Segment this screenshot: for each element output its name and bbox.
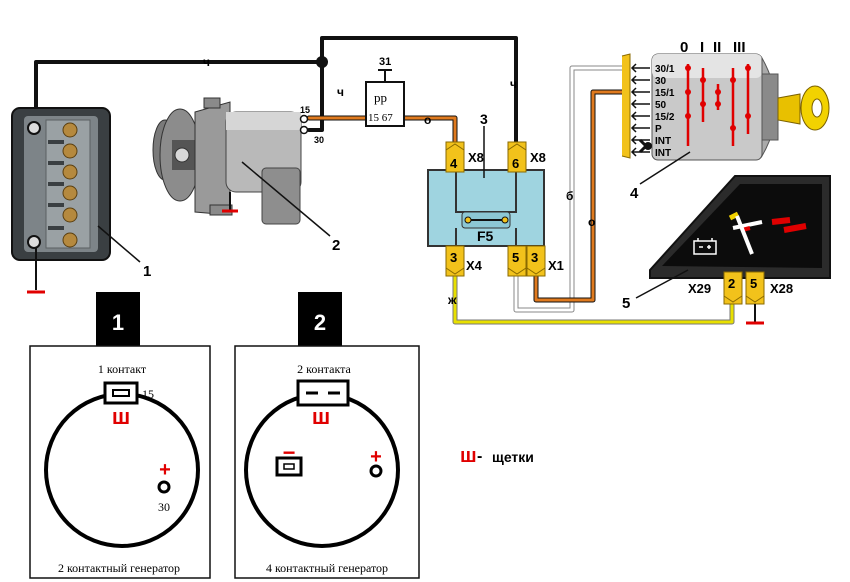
ignition-contact-dots (685, 65, 751, 131)
panel-2-contacts: 2 контакта (297, 362, 351, 376)
legend-symbol: ш (460, 445, 477, 467)
leader-cluster (635, 269, 689, 299)
fuse-label: F5 (477, 228, 494, 244)
fuse-block (427, 169, 545, 247)
white-wire-core (514, 66, 624, 312)
wire-label-black-top: ч (203, 55, 210, 69)
voltage-regulator (365, 69, 405, 127)
generator (152, 97, 309, 225)
connector-x1-name: X1 (548, 258, 564, 273)
panel-1-terminal-15: 15 (142, 387, 154, 401)
wire-layer (34, 36, 735, 325)
panel-2-plus: + (370, 446, 382, 468)
ignition-position-3: III (733, 39, 746, 56)
panel-2: 2 2 контакта ш − + 4 контактный генерато… (234, 292, 420, 579)
wire-label-yellow: ж (447, 293, 457, 307)
panel-1-terminal-30: 30 (158, 500, 170, 514)
connector-x8-left (445, 141, 465, 173)
regulator-terminals: 15 67 (368, 112, 393, 124)
panel-2-connector (296, 379, 350, 407)
callout-4: 4 (630, 185, 639, 202)
connector-x28-name: X28 (770, 281, 793, 296)
ignition-position-0: 0 (680, 39, 688, 56)
connector-x29 (723, 271, 743, 305)
callout-5: 5 (622, 295, 630, 312)
ignition-terminal-0: 30/1 (655, 64, 675, 75)
wire-label-black-short: ч (337, 85, 344, 99)
panel-1-badge: 1 (112, 310, 124, 335)
legend-dash: - (477, 448, 482, 465)
connector-x28-pin: 5 (750, 276, 757, 291)
panel-2-plus-stud (369, 464, 383, 478)
panel-2-caption: 4 контактный генератор (266, 561, 388, 575)
ignition-terminal-6: INT (655, 136, 671, 147)
instrument-cluster (649, 175, 831, 279)
terminal-block (11, 107, 111, 261)
ignition-terminal-1: 30 (655, 76, 667, 87)
wire-label-orange-right: о (588, 215, 595, 229)
panel-1-terminal-30-stud (157, 480, 171, 494)
callout-3: 3 (480, 111, 488, 127)
panel-1-brush-symbol: ш (112, 404, 130, 429)
connector-x4-pin: 3 (450, 250, 457, 265)
connector-x29-name: X29 (688, 281, 711, 296)
connector-x1 (507, 245, 546, 277)
ignition-terminal-4: 15/2 (655, 112, 675, 123)
legend: ш - щетки (460, 445, 534, 467)
ignition-position-1: I (700, 39, 704, 56)
connector-x4-name: X4 (466, 258, 483, 273)
leader-generator (241, 161, 331, 237)
ignition-terminal-7: INT (655, 148, 671, 159)
ignition-terminal-2: 15/1 (655, 88, 675, 99)
legend-text: щетки (492, 449, 534, 465)
wire-label-orange: о (424, 113, 431, 127)
callout-2: 2 (332, 237, 340, 254)
connector-x1-pin-b: 3 (531, 250, 538, 265)
panel-2-brush-symbol: ш (312, 404, 330, 429)
connector-x8-left-name: X8 (468, 150, 484, 165)
black-wire-gen30 (307, 60, 324, 132)
wire-label-black-right: ч (510, 77, 517, 91)
yellow-wire-core (453, 274, 734, 324)
callout-1: 1 (143, 263, 151, 280)
connector-x8-right (507, 141, 527, 173)
ignition-switch (621, 53, 830, 161)
panel-1-contacts: 1 контакт (98, 362, 147, 376)
battery-warning-icon (693, 238, 717, 255)
terminal-screws (48, 122, 78, 248)
orange-wire-ignition-core (534, 90, 624, 302)
panel-1: 1 1 контакт 15 ш + 30 2 контактный генер… (29, 292, 211, 579)
connector-x4 (445, 245, 465, 277)
connector-x8-left-pin: 4 (450, 156, 458, 171)
ignition-terminal-5: P (655, 124, 662, 135)
connector-x8-right-name: X8 (530, 150, 546, 165)
gen-terminal-15: 15 (300, 105, 310, 115)
panel-2-badge: 2 (314, 310, 326, 335)
ignition-terminal-3: 50 (655, 100, 667, 111)
orange-wire-relay-core (402, 116, 457, 144)
connector-x1-pin-a: 5 (512, 250, 519, 265)
connector-x8-right-pin: 6 (512, 156, 519, 171)
panel-1-plus: + (159, 459, 171, 481)
regulator-ground-label: 31 (379, 56, 391, 68)
wire-junction (316, 56, 328, 68)
leader-block (97, 225, 141, 263)
black-wire-x8 (320, 36, 518, 144)
connector-x29-pin: 2 (728, 276, 735, 291)
wire-label-white: б (566, 189, 573, 203)
gen-terminal-30: 30 (314, 135, 324, 145)
black-wire-top (34, 60, 324, 122)
panel-1-caption: 2 контактный генератор (58, 561, 180, 575)
ignition-terminal-arrows (630, 63, 650, 157)
leader-ignition (639, 151, 691, 185)
regulator-label: рр (374, 90, 387, 105)
ignition-position-2: II (713, 39, 721, 56)
